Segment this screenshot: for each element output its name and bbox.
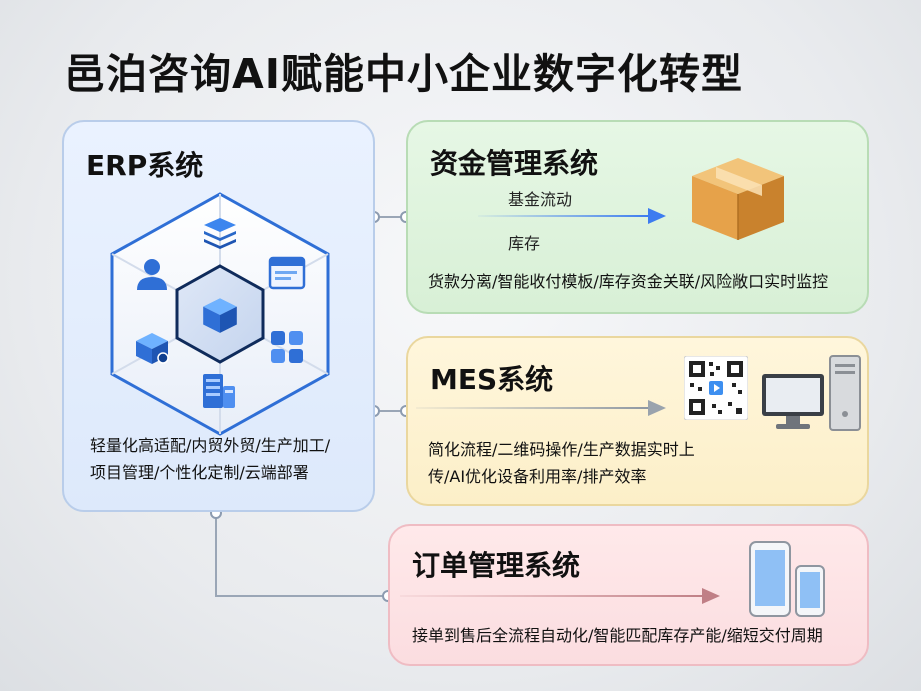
erp-title: ERP系统	[86, 149, 204, 182]
connector-erp-order-vertical	[215, 512, 217, 596]
desktop-computer-icon	[762, 355, 861, 431]
cardboard-box-icon	[692, 158, 784, 240]
fund-flow-top-label: 基金流动	[508, 190, 573, 209]
order-description: 接单到售后全流程自动化/智能匹配库存产能/缩短交付周期	[412, 626, 823, 645]
page-title: 邑泊咨询AI赋能中小企业数字化转型	[64, 50, 743, 98]
mes-description: 简化流程/二维码操作/生产数据实时上 传/AI优化设备利用率/排产效率	[428, 436, 695, 490]
fund-title: 资金管理系统	[430, 147, 599, 180]
erp-card: ERP系统	[62, 120, 375, 512]
order-title: 订单管理系统	[412, 549, 581, 582]
mes-desc-line1: 简化流程/二维码操作/生产数据实时上	[428, 440, 695, 459]
mes-title: MES系统	[430, 363, 554, 396]
mes-card: MES系统 简化流程/二维码操作/生产数据实时	[406, 336, 869, 506]
fund-description: 货款分离/智能收付模板/库存资金关联/风险敞口实时监控	[428, 272, 829, 291]
user-icon	[137, 259, 167, 290]
mes-desc-line2: 传/AI优化设备利用率/排产效率	[428, 467, 647, 486]
connector-erp-fund	[375, 216, 408, 218]
apps-grid-icon	[271, 331, 303, 363]
smartphone-icon	[749, 541, 825, 617]
window-icon	[268, 256, 306, 290]
mes-flow-arrow	[416, 400, 666, 416]
connector-erp-order-horizontal	[215, 595, 390, 597]
erp-description: 轻量化高适配/内贸外贸/生产加工/ 项目管理/个性化定制/云端部署	[90, 432, 330, 486]
order-flow-arrow	[400, 588, 720, 604]
order-card: 订单管理系统 接单到售后全流程自动化/智能匹配库存产能/缩短交付周期	[388, 524, 869, 666]
package-icon	[136, 333, 169, 364]
erp-desc-line2: 项目管理/个性化定制/云端部署	[90, 463, 309, 482]
layers-icon	[204, 218, 236, 249]
qr-code-icon	[684, 356, 748, 420]
server-icon	[203, 374, 235, 408]
connector-erp-mes	[375, 410, 408, 412]
fund-flow-bottom-label: 库存	[508, 234, 541, 253]
cube-icon	[203, 298, 237, 333]
fund-card: 资金管理系统 基金流动 库存 货款分离/智能收付模板/库存资金关联/风险敞口实时…	[406, 120, 869, 314]
fund-flow-arrow	[478, 208, 666, 224]
erp-desc-line1: 轻量化高适配/内贸外贸/生产加工/	[90, 436, 331, 455]
